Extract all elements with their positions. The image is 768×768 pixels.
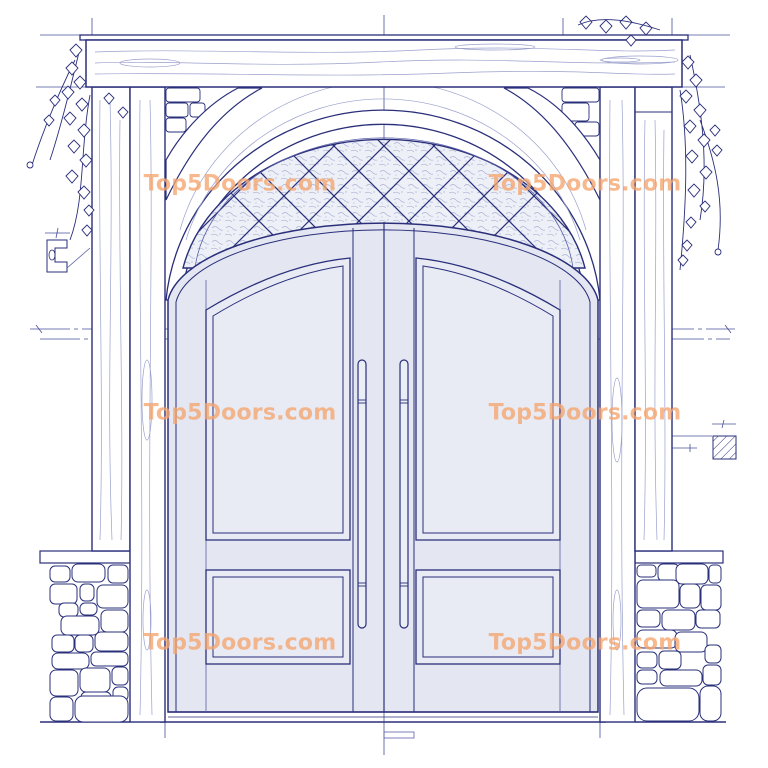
right-upper-panel (415, 257, 561, 541)
climbing-ivy (26, 15, 723, 271)
upper-stone-infill (165, 87, 600, 137)
left-pull-handle[interactable] (357, 359, 367, 629)
right-pull-handle[interactable] (399, 359, 409, 629)
timber-posts (91, 86, 673, 723)
left-upper-panel (205, 257, 351, 541)
bracket-detail (45, 227, 91, 273)
double-door (160, 222, 606, 723)
left-lower-panel (205, 569, 351, 665)
stone-wall-left (39, 550, 131, 723)
right-lower-panel (415, 569, 561, 665)
stone-wall-right (634, 550, 726, 723)
timber-header-beam (79, 34, 689, 88)
